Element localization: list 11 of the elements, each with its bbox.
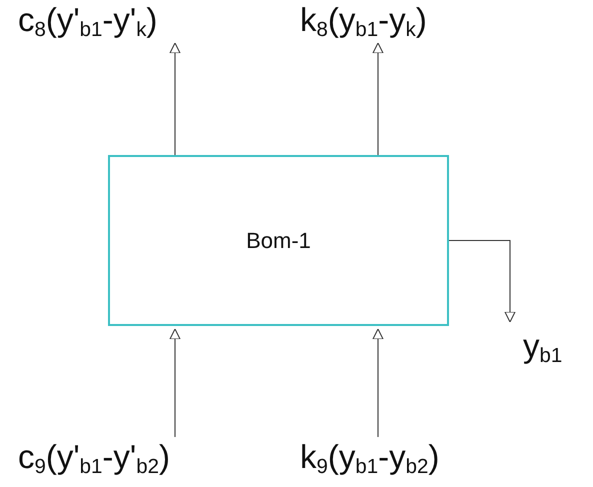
- arrow: [170, 42, 180, 156]
- signal-label: y$_{b1}$: [505, 322, 562, 366]
- arrow: [372, 42, 384, 156]
- process-box: Bom-1: [108, 155, 449, 326]
- signal-label: k$_{9}$(y$_{b1}$-y$_{b2}$): [300, 437, 440, 477]
- signal-label: k$_{8}$(y$_{b1}$-y$_{k}$): [300, 0, 427, 40]
- signal-label: c$_{9}$(y'$_{b1}$-y'$_{b2}$): [18, 437, 170, 477]
- signal-label: c$_{8}$(y'$_{b1}$-y'$_{k}$): [18, 0, 158, 40]
- arrow: [372, 328, 384, 438]
- arrow: [448, 240, 516, 322]
- arrow: [170, 328, 180, 438]
